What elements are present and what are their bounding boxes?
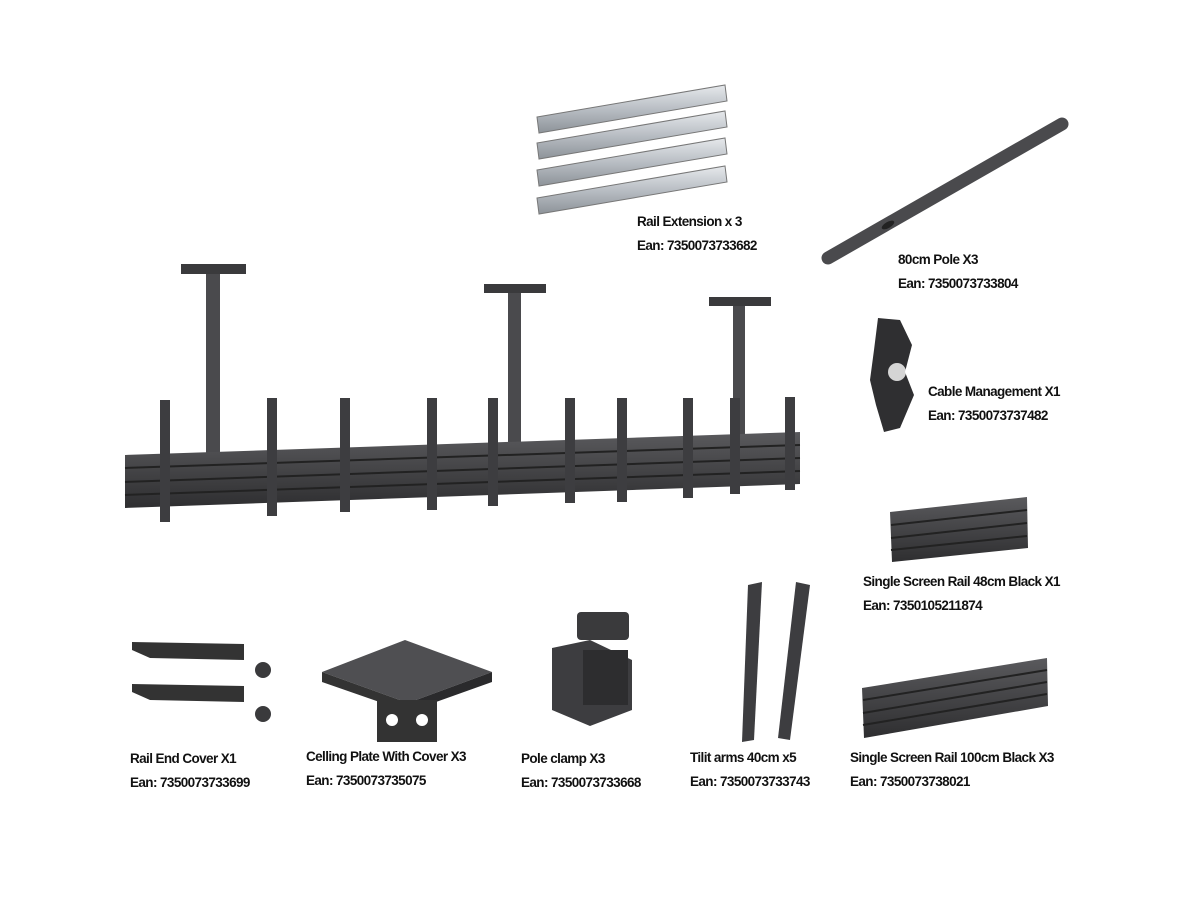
- product-ean: Ean: 7350073733699: [130, 775, 250, 790]
- product-ean: Ean: 7350073733682: [637, 238, 757, 253]
- product-name: Single Screen Rail 48cm Black X1: [863, 574, 1061, 589]
- product-name: Rail Extension x 3: [637, 214, 742, 229]
- product-ean: Ean: 7350073733804: [898, 276, 1018, 291]
- product-name: 80cm Pole X3: [898, 252, 978, 267]
- tilt-arms-image: [742, 582, 810, 742]
- rail-100cm-image: [862, 658, 1048, 738]
- product-label-rail-48cm: Single Screen Rail 48cm Black X1 Ean: 73…: [863, 570, 1061, 618]
- assembled-mount-image: [124, 264, 801, 522]
- product-ean: Ean: 7350073733743: [690, 774, 810, 789]
- rail-extension-image: [536, 84, 728, 215]
- product-ean: Ean: 7350073737482: [928, 408, 1048, 423]
- product-label-pole-clamp: Pole clamp X3 Ean: 7350073733668: [521, 747, 641, 795]
- pole-clamp-image: [552, 612, 632, 726]
- ceiling-plate-image: [322, 640, 492, 742]
- product-name: Rail End Cover X1: [130, 751, 237, 766]
- product-ean: Ean: 7350073738021: [850, 774, 970, 789]
- product-ean: Ean: 7350105211874: [863, 598, 983, 613]
- cable-management-image: [870, 318, 914, 432]
- product-label-ceiling-plate: Celling Plate With Cover X3 Ean: 7350073…: [306, 745, 467, 793]
- product-name: Cable Management X1: [928, 384, 1061, 399]
- product-label-rail-extension: Rail Extension x 3 Ean: 7350073733682: [637, 210, 757, 258]
- product-label-pole: 80cm Pole X3 Ean: 7350073733804: [898, 242, 1018, 302]
- pole-image: [821, 117, 1069, 265]
- product-name: Pole clamp X3: [521, 751, 605, 766]
- rail-48cm-image: [890, 497, 1028, 562]
- product-label-tilt-arms: Tilit arms 40cm x5 Ean: 7350073733743: [690, 746, 810, 794]
- product-name: Celling Plate With Cover X3: [306, 749, 467, 764]
- product-name: Single Screen Rail 100cm Black X3: [850, 750, 1054, 765]
- product-label-rail-end-cover: Rail End Cover X1 Ean: 7350073733699: [130, 747, 250, 795]
- product-label-rail-100cm: Single Screen Rail 100cm Black X3 Ean: 7…: [850, 746, 1054, 794]
- product-ean: Ean: 7350073735075: [306, 773, 426, 788]
- product-ean: Ean: 7350073733668: [521, 775, 641, 790]
- product-name: Tilit arms 40cm x5: [690, 750, 797, 765]
- product-label-cable-management: Cable Management X1 Ean: 7350073737482: [928, 380, 1061, 428]
- rail-end-cover-image: [132, 642, 271, 722]
